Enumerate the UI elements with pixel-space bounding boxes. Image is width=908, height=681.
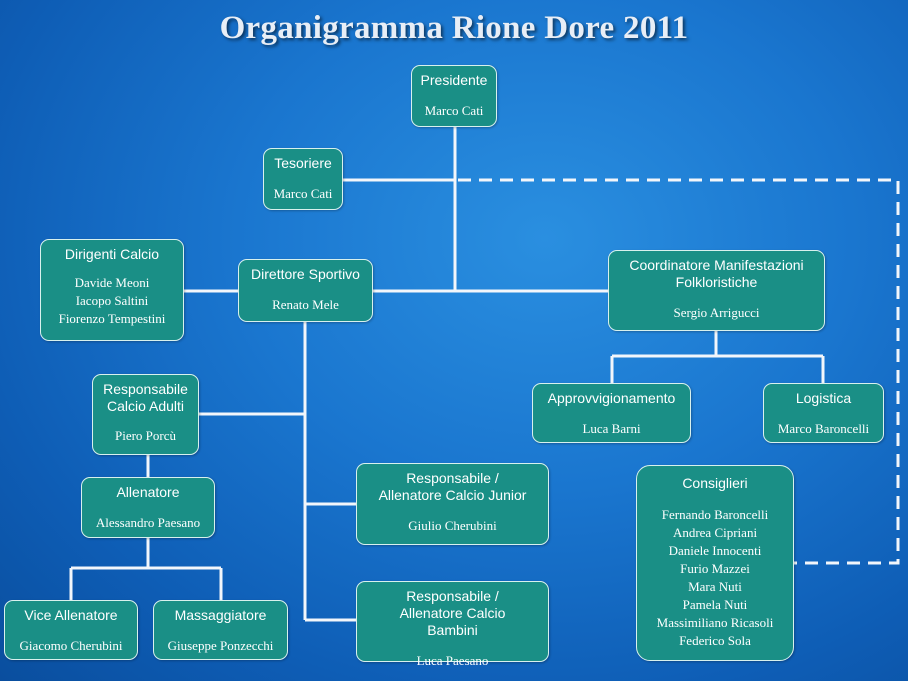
node-allenatore: Allenatore Alessandro Paesano [81, 477, 215, 538]
node-name: Federico Sola [679, 633, 751, 648]
node-name: Pamela Nuti [682, 597, 748, 612]
node-name: Fiorenzo Tempestini [58, 311, 166, 326]
node-name: Daniele Innocenti [668, 543, 762, 558]
node-approvvigionamento: Approvvigionamento Luca Barni [532, 383, 691, 443]
node-name: Luca Barni [582, 421, 641, 436]
node-name: Fernando Baroncelli [661, 507, 769, 522]
node-coordinatore: Coordinatore Manifestazioni Folkloristic… [608, 250, 825, 331]
node-name: Renato Mele [272, 297, 339, 312]
chart-title: Organigramma Rione Dore 2011 [219, 10, 689, 46]
node-direttore-sportivo: Direttore Sportivo Renato Mele [238, 259, 373, 322]
node-role: Dirigenti Calcio [64, 246, 160, 262]
node-name: Mara Nuti [688, 579, 742, 594]
node-name: Giuseppe Ponzecchi [167, 638, 274, 653]
node-role: Logistica [795, 390, 852, 406]
node-name: Piero Porcù [114, 428, 177, 443]
node-name: Massimiliano Ricasoli [656, 615, 774, 630]
node-role: Vice Allenatore [24, 607, 118, 623]
node-vice-allenatore: Vice Allenatore Giacomo Cherubini [4, 600, 138, 660]
node-role: Consiglieri [682, 475, 748, 491]
node-tesoriere: Tesoriere Marco Cati [263, 148, 343, 210]
node-resp-junior: Responsabile / Allenatore Calcio Junior … [356, 463, 549, 545]
node-consiglieri: Consiglieri Fernando Baroncelli Andrea C… [636, 465, 794, 661]
node-name: Alessandro Paesano [95, 515, 201, 530]
node-name: Davide Meoni [74, 275, 150, 290]
node-role: Coordinatore Manifestazioni Folkloristic… [629, 257, 804, 290]
node-role: Responsabile / Allenatore Calcio Junior [378, 470, 527, 503]
node-role: Allenatore [116, 484, 180, 500]
node-name: Luca Paesano [416, 653, 489, 668]
node-name: Giacomo Cherubini [19, 638, 123, 653]
node-role: Presidente [420, 72, 488, 88]
node-role: Responsabile Calcio Adulti [103, 381, 188, 414]
node-name: Marco Cati [273, 186, 333, 201]
node-name: Giulio Cherubini [408, 518, 497, 533]
node-name: Sergio Arrigucci [673, 305, 760, 320]
node-role: Responsabile / Allenatore Calcio Bambini [399, 588, 506, 638]
node-resp-bambini: Responsabile / Allenatore Calcio Bambini… [356, 581, 549, 668]
node-role: Massaggiatore [174, 607, 267, 623]
node-massaggiatore: Massaggiatore Giuseppe Ponzecchi [153, 600, 288, 660]
node-name: Iacopo Saltini [75, 293, 149, 308]
node-dirigenti-calcio: Dirigenti Calcio Davide Meoni Iacopo Sal… [40, 239, 184, 341]
node-name: Marco Cati [424, 103, 484, 118]
node-name: Furio Mazzei [680, 561, 750, 576]
node-role: Approvvigionamento [547, 390, 676, 406]
node-name: Andrea Cipriani [672, 525, 758, 540]
node-presidente: Presidente Marco Cati [411, 65, 497, 127]
node-resp-adulti: Responsabile Calcio Adulti Piero Porcù [92, 374, 199, 455]
node-logistica: Logistica Marco Baroncelli [763, 383, 884, 443]
node-role: Direttore Sportivo [251, 266, 360, 282]
node-role: Tesoriere [274, 155, 332, 171]
node-name: Marco Baroncelli [777, 421, 870, 436]
